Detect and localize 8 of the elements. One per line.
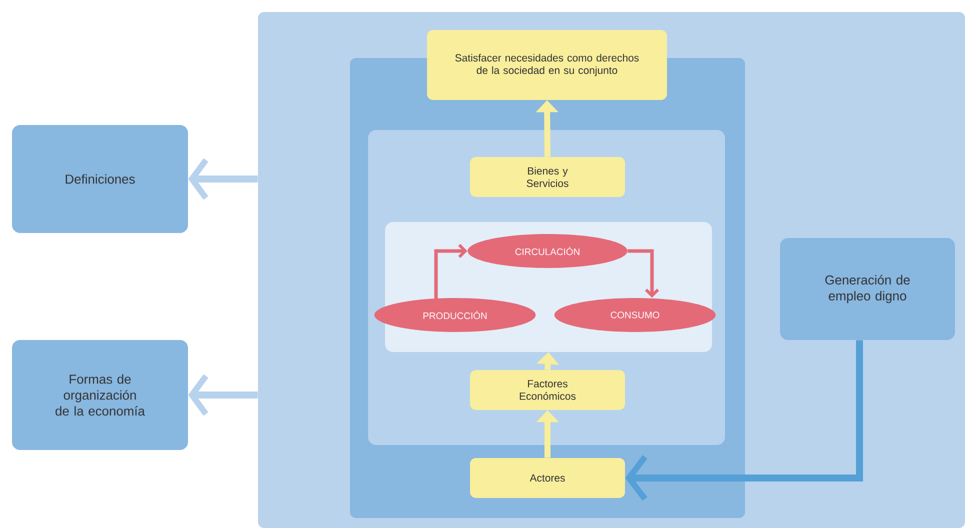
topic-box: Generación de empleo digno [780,238,955,340]
arrow [625,340,863,501]
topic-box: Formas de organización de la economía [12,340,188,450]
process-box: Satisfacer necesidades como derechos de la sociedad en su conjunto [427,30,667,100]
process-box: Actores [470,458,625,498]
arrow [628,249,660,298]
topic-box: Definiciones [12,124,188,233]
process-box: Bienes y Servicios [470,156,625,197]
